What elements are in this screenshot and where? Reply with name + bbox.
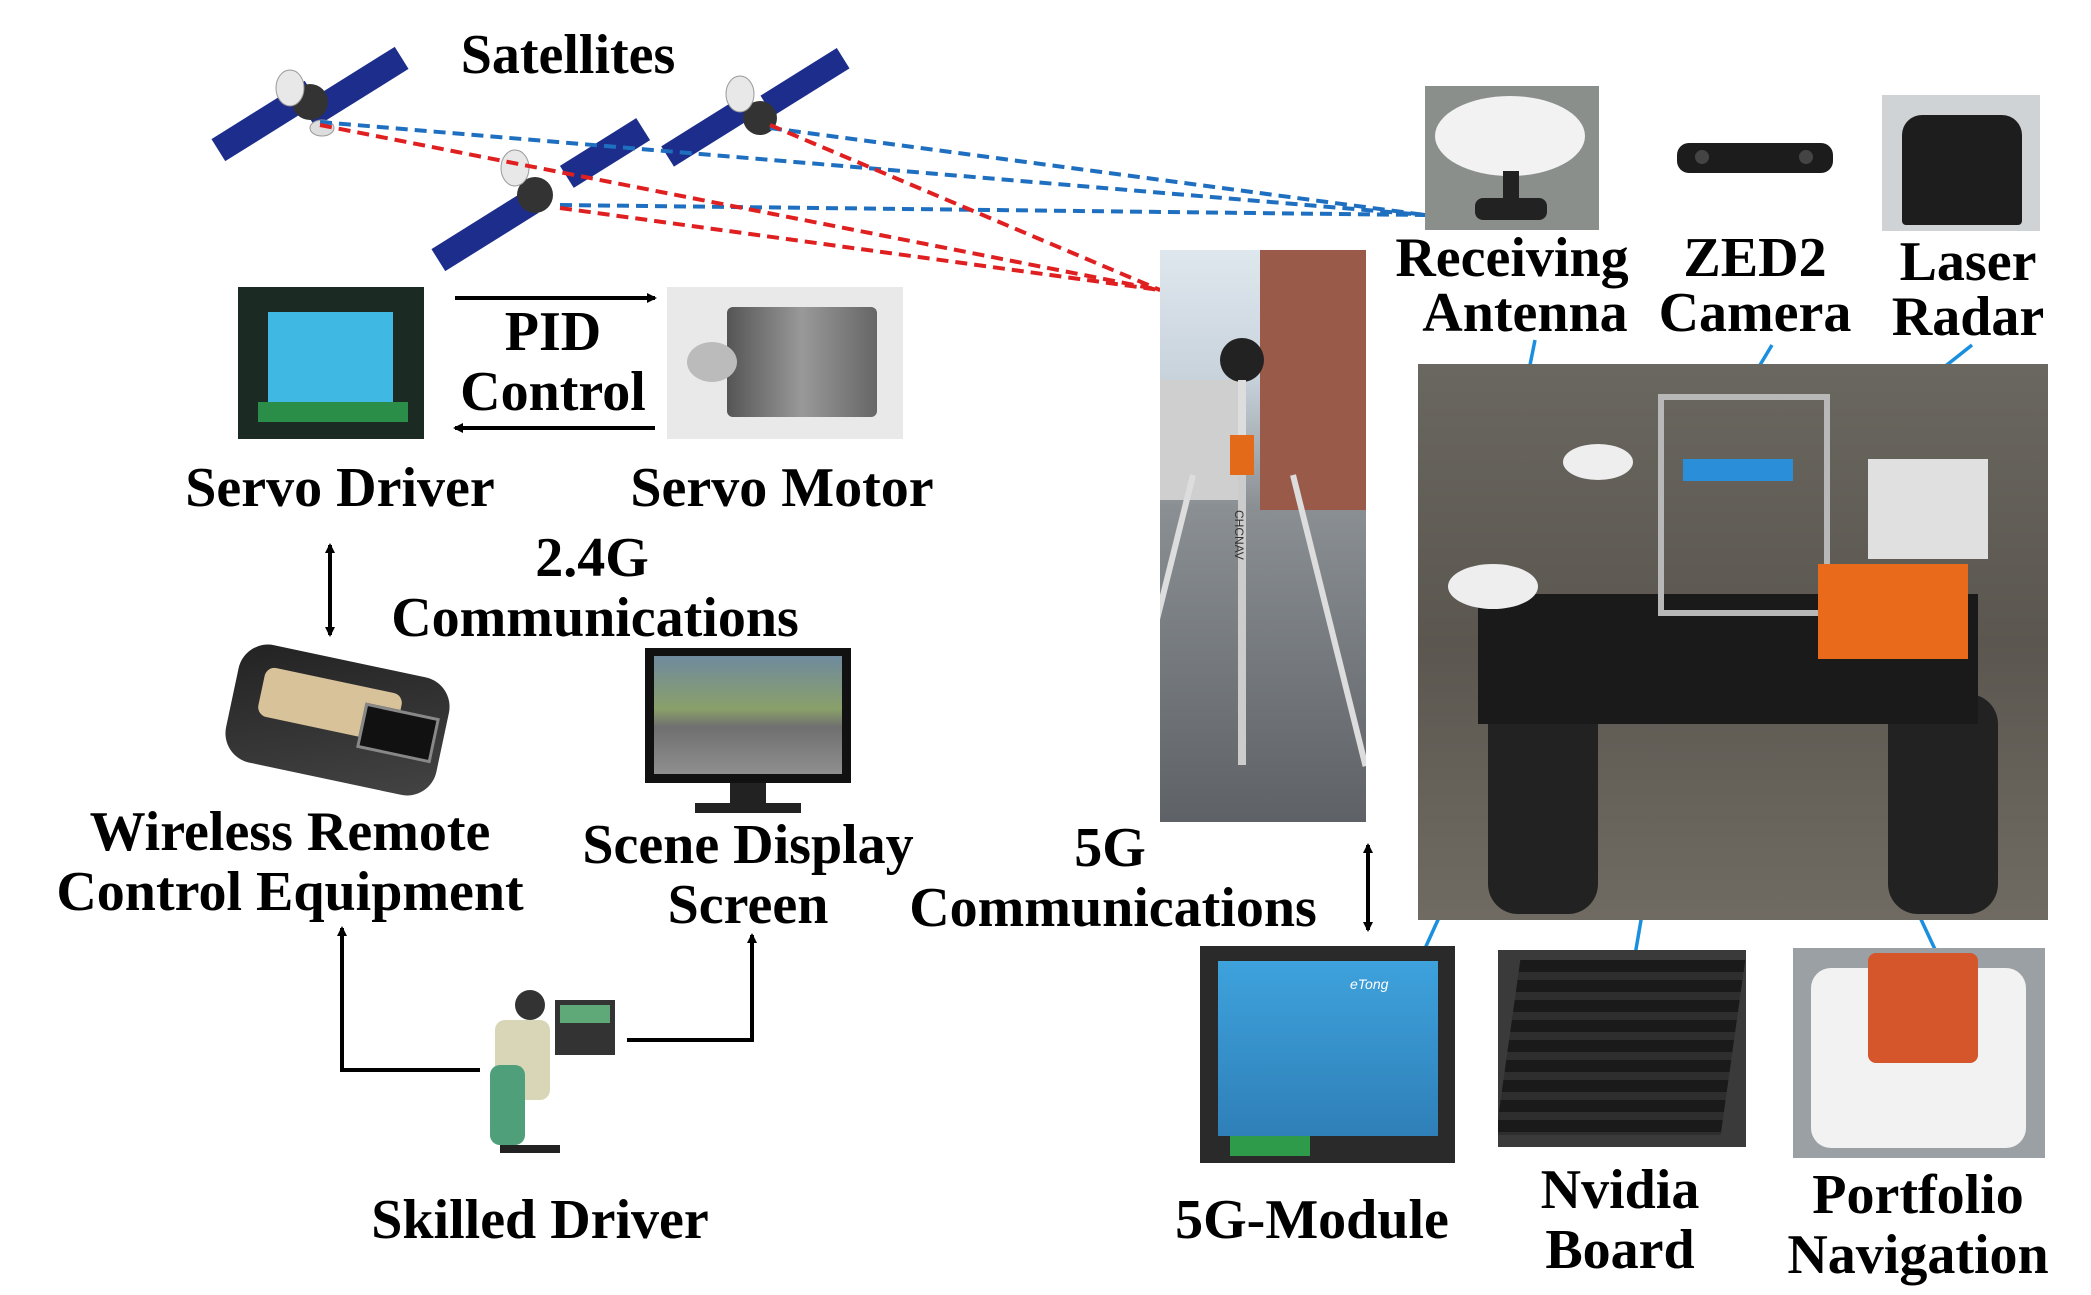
laser-radar-photo [1882, 95, 2040, 231]
label-skilled-driver: Skilled Driver [371, 1189, 709, 1251]
label-pid-line2: Control [460, 361, 646, 423]
label-nvidia-line1: Nvidia [1540, 1159, 1700, 1221]
satellite-base-links [319, 123, 1161, 292]
label-scene-line2: Screen [667, 874, 829, 936]
skilled-driver-figure [460, 985, 640, 1165]
label-zed2-line2: Camera [1658, 282, 1852, 344]
label-portfolio-line2: Navigation [1787, 1224, 2049, 1286]
label-portfolio-line1: Portfolio [1812, 1164, 2024, 1226]
label-receiving-antenna-line1: Receiving [1395, 227, 1629, 289]
label-wireless-line1: Wireless Remote [89, 801, 491, 863]
label-receiving-antenna-line2: Antenna [1422, 282, 1628, 344]
label-pid-line1: PID [504, 301, 602, 363]
label-nvidia-line2: Board [1545, 1219, 1695, 1281]
zed2-camera-photo [1675, 138, 1835, 178]
satellite-2 [661, 47, 850, 167]
satellite-1 [211, 46, 409, 162]
base-station-photo: CHCNAV [1160, 250, 1366, 822]
vehicle-photo [1418, 364, 2048, 920]
label-comm5g-line1: 5G [1074, 817, 1146, 879]
label-comm5g-line2: Communications [909, 877, 1317, 939]
label-comm24-line1: 2.4G [535, 527, 649, 589]
module-brand: eTong [1350, 976, 1389, 992]
label-laser-line1: Laser [1899, 231, 2037, 293]
satellite-3 [431, 118, 651, 272]
label-5g-module: 5G-Module [1175, 1189, 1449, 1251]
label-satellites: Satellites [460, 24, 676, 86]
label-servo-driver: Servo Driver [185, 457, 495, 519]
label-zed2-line1: ZED2 [1683, 227, 1827, 289]
5g-module-photo: eTong [1200, 946, 1455, 1163]
label-servo-motor: Servo Motor [630, 457, 934, 519]
nvidia-board-photo [1498, 950, 1746, 1147]
servo-motor-photo [667, 287, 903, 439]
tripod-brand: CHCNAV [1232, 510, 1246, 560]
satellite-antenna-links [319, 120, 1426, 217]
label-comm24-line2: Communications [391, 587, 799, 649]
driver-to-screen-arrow [627, 933, 757, 1042]
receiving-antenna-photo [1425, 86, 1599, 230]
label-wireless-line2: Control Equipment [56, 861, 524, 923]
label-scene-line1: Scene Display [582, 814, 914, 876]
servo-driver-photo [238, 287, 424, 439]
portfolio-navigation-photo [1793, 948, 2045, 1158]
scene-display-photo [640, 648, 856, 818]
label-laser-line2: Radar [1891, 286, 2045, 348]
driver-to-remote-arrow [337, 926, 480, 1072]
